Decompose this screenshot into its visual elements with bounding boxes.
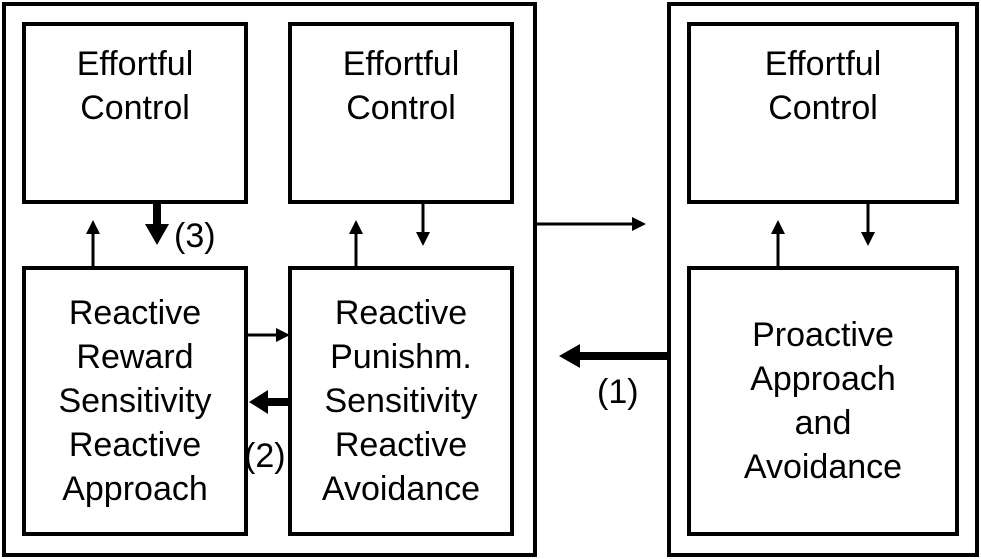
- proactive-line-1: Proactive: [752, 316, 894, 354]
- proactive-line-4: Avoidance: [743, 448, 903, 486]
- reward-line-1: Reactive: [68, 294, 202, 332]
- proactive-system-frame: [667, 2, 979, 557]
- arrow-3-ec-to-reward: [145, 204, 169, 245]
- punishment-line-3: Sensitivity: [324, 382, 478, 420]
- arrow-1-proactive-to-reactive: [559, 344, 667, 368]
- proactive-box: Proactive Approach and Avoidance: [687, 266, 959, 536]
- effortful-control-box-left: Effortful Control: [22, 22, 248, 204]
- arrow-reward-to-punishment: [248, 328, 290, 342]
- ec-left-line-1: Effortful: [76, 45, 194, 83]
- path-label-1: (1): [597, 373, 639, 411]
- reward-line-3: Sensitivity: [58, 382, 212, 420]
- arrow-ec-to-punishment-middle: [416, 204, 430, 246]
- punishment-line-1: Reactive: [334, 294, 468, 332]
- arrow-ec-to-proactive-right: [861, 204, 875, 246]
- reactive-system-frame: [2, 2, 537, 557]
- ec-left-line-2: Control: [80, 89, 190, 127]
- reward-line-5: Approach: [62, 470, 208, 508]
- arrow-reward-to-ec-left: [86, 220, 100, 266]
- arrow-punishment-to-ec-middle: [349, 220, 363, 266]
- path-label-3: (3): [174, 217, 216, 255]
- punishment-line-5: Avoidance: [321, 470, 481, 508]
- effortful-control-box-middle: Effortful Control: [288, 22, 514, 204]
- proactive-line-3: and: [794, 404, 852, 442]
- effortful-control-box-right: Effortful Control: [687, 22, 959, 204]
- path-label-2: (2): [244, 437, 286, 475]
- reward-line-2: Reward: [76, 338, 194, 376]
- arrow-reactive-to-proactive: [537, 217, 646, 231]
- ec-middle-line-2: Control: [346, 89, 456, 127]
- proactive-line-2: Approach: [750, 360, 896, 398]
- ec-right-line-2: Control: [768, 89, 878, 127]
- reactive-punishment-box: Reactive Punishm. Sensitivity Reactive A…: [288, 266, 514, 536]
- reactive-reward-box: Reactive Reward Sensitivity Reactive App…: [22, 266, 248, 536]
- arrow-2-punishment-to-reward: [249, 390, 290, 414]
- punishment-line-2: Punishm.: [330, 338, 472, 376]
- ec-middle-line-1: Effortful: [342, 45, 460, 83]
- reward-line-4: Reactive: [68, 426, 202, 464]
- arrow-proactive-to-ec-right: [771, 220, 785, 266]
- punishment-line-4: Reactive: [334, 426, 468, 464]
- ec-right-line-1: Effortful: [764, 45, 882, 83]
